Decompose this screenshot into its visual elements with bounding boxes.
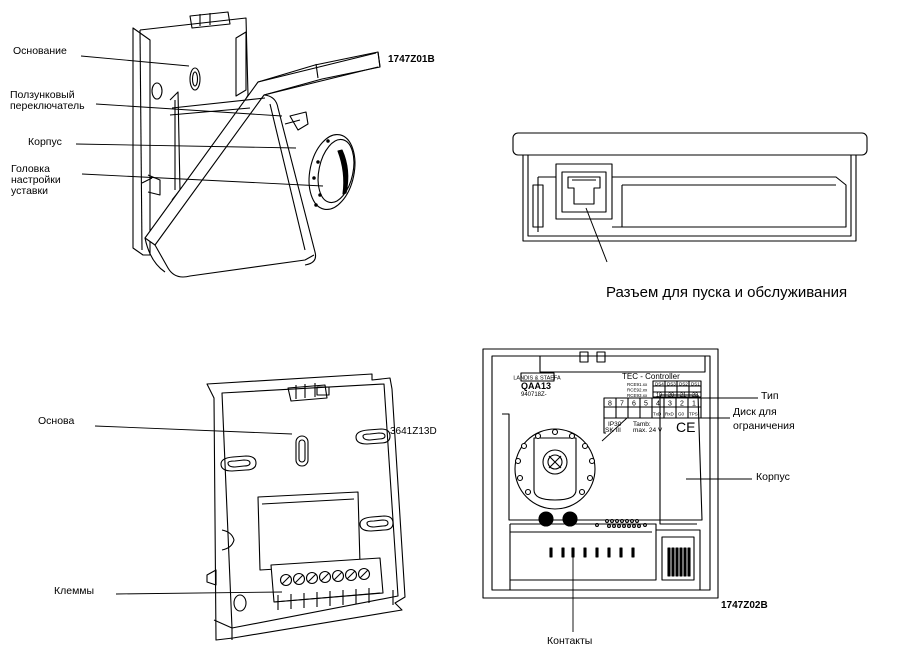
label-limit-disc: Диск для ограничения [733, 406, 795, 432]
fig1-code: 1747Z01B [388, 54, 435, 65]
fig3-drawing [206, 373, 406, 641]
label-service-connector: Разъем для пуска и обслуживания [606, 284, 848, 301]
plate-pin-1: 1 [692, 401, 696, 408]
fig2-drawing [512, 132, 868, 263]
plate-row-2: RCE93.xx [627, 393, 648, 398]
plate-pin-5: 5 [644, 401, 648, 408]
label-base-plate: Основа [38, 415, 75, 427]
plate-col-0: DS4 [655, 382, 664, 387]
plate-pin-8: 8 [608, 401, 612, 408]
label-housing-2: Корпус [756, 471, 790, 483]
plate-ip: IP30 [608, 421, 622, 428]
plate-title: TEC - Controller [622, 372, 680, 381]
plate-col-3: DS1 [691, 382, 700, 387]
plate-pin-4: 4 [656, 401, 660, 408]
plate-model: QAA13 [521, 381, 551, 391]
plate-ce-mark: CE [676, 419, 695, 435]
plate-voltage: max. 24 V [633, 427, 663, 434]
plate-num-3: 22 [692, 393, 698, 399]
label-setpoint-knob: Головка настройки уставки [11, 163, 61, 197]
label-slider-switch: Ползунковый переключатель [10, 89, 85, 112]
plate-signal-1: RxD [665, 412, 674, 417]
plate-num-2: 21 [680, 393, 686, 399]
fig1-drawing [132, 11, 381, 278]
plate-signal-3: TPS [689, 412, 698, 417]
fig3-code: 3641Z13D [390, 426, 437, 437]
fig4-code: 1747Z02B [721, 600, 768, 611]
plate-row-0: RCE91.xx [627, 382, 648, 387]
plate-num-1: 20 [668, 393, 674, 399]
plate-signal-2: G0 [678, 412, 685, 417]
plate-pin-3: 3 [668, 401, 672, 408]
plate-signal-0: TxD [653, 412, 662, 417]
type-plate-text: LANDIS & STAEFA QAA13 940718Z- TEC - Con… [513, 372, 700, 435]
label-terminals: Клеммы [54, 585, 95, 597]
plate-num-0: 19 [656, 393, 662, 399]
plate-tamb: Tamb: [633, 421, 651, 428]
leader-lines [75, 55, 758, 632]
plate-brand: LANDIS & STAEFA [513, 376, 561, 382]
plate-pin-7: 7 [620, 401, 624, 408]
label-base: Основание [13, 45, 67, 57]
plate-col-1: DS3 [667, 382, 676, 387]
label-housing-1: Корпус [28, 136, 62, 148]
plate-part: 940718Z- [521, 392, 547, 398]
label-contacts: Контакты [547, 635, 593, 647]
plate-col-2: DS2 [679, 382, 688, 387]
plate-row-1: RCE92.xx [627, 388, 648, 393]
plate-pin-2: 2 [680, 401, 684, 408]
fig4-drawing [482, 348, 719, 599]
plate-pin-6: 6 [632, 401, 636, 408]
label-type: Тип [761, 390, 779, 402]
plate-sk: SK III [605, 427, 621, 434]
